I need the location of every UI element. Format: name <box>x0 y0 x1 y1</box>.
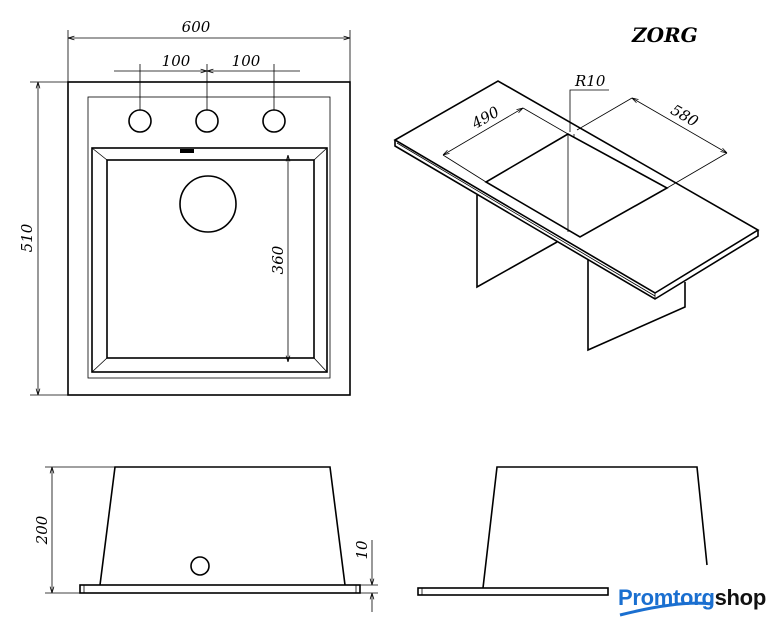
dim-width: 600 <box>182 18 211 36</box>
dim-tap-spacing-1: 100 <box>162 52 191 70</box>
tap-hole-right <box>262 109 286 133</box>
isometric-view: 490 580 R10 <box>393 72 760 352</box>
dim-depth: 200 <box>33 515 51 545</box>
dim-bowl-length: 360 <box>269 245 287 274</box>
dim-flange: 10 <box>353 540 371 560</box>
tap-hole-center <box>195 109 219 133</box>
overflow <box>180 149 194 153</box>
dim-opening-depth: 580 <box>668 101 702 131</box>
dim-opening-width: 490 <box>468 102 503 133</box>
side-view <box>417 466 708 596</box>
promtorgshop-logo: Promtorgshop <box>618 585 766 611</box>
logo-part2: shop <box>714 585 767 610</box>
dim-tap-spacing-2: 100 <box>232 52 261 70</box>
dim-corner-radius: R10 <box>574 72 606 90</box>
logo-part1: Promtorg <box>618 585 715 610</box>
top-view: 600 100 100 510 360 <box>18 18 351 396</box>
tap-hole-left <box>128 109 152 133</box>
front-view: 200 10 <box>33 466 378 612</box>
overflow-hole <box>190 556 210 576</box>
dim-height: 510 <box>18 223 36 252</box>
bowl <box>91 147 328 373</box>
brand-title: ZORG <box>631 23 698 47</box>
logo-swoosh <box>619 601 713 617</box>
drain-hole <box>179 175 237 233</box>
